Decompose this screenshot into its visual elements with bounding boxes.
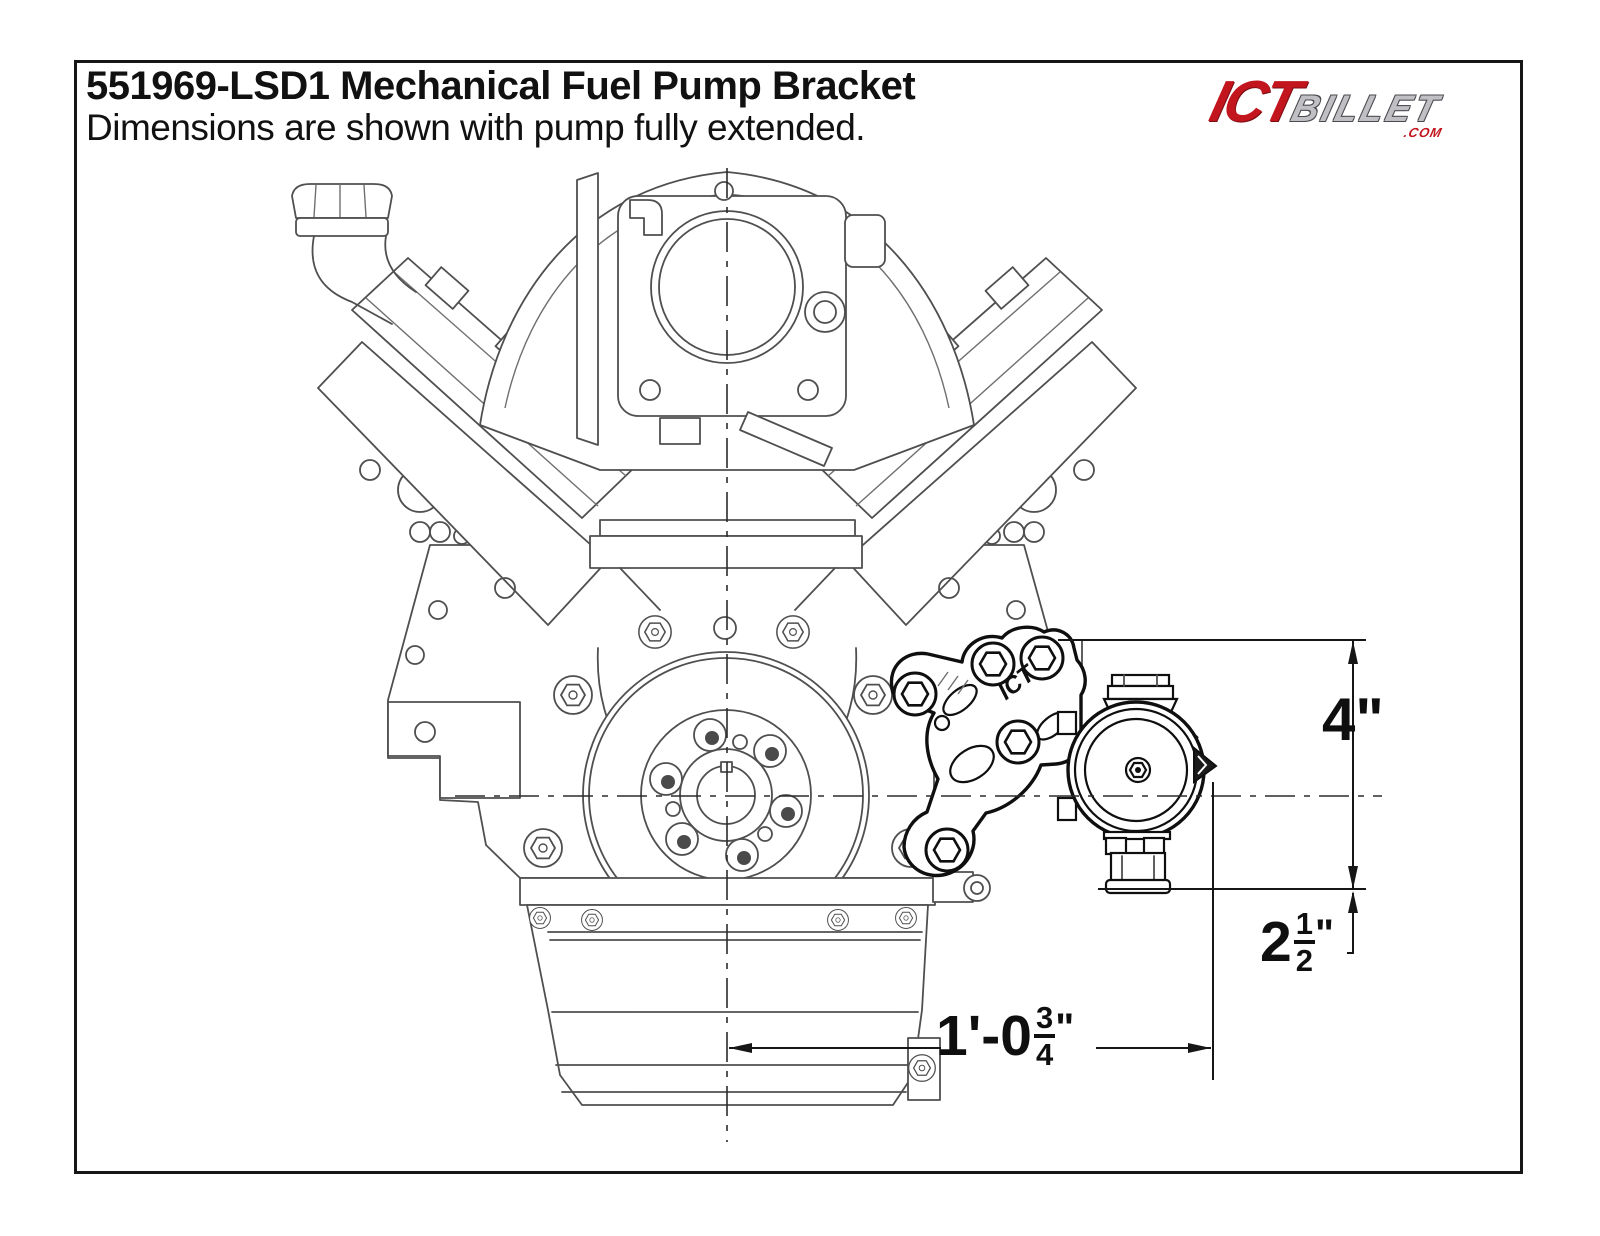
fraction-denominator: 2 <box>1295 943 1313 978</box>
dimension-offset-lines <box>729 782 1214 1080</box>
dimension-4in-lines <box>1058 639 1366 890</box>
page-title: 551969-LSD1 Mechanical Fuel Pump Bracket <box>86 64 916 108</box>
harmonic-balancer <box>582 651 870 939</box>
fraction-denominator: 4 <box>1035 1037 1054 1072</box>
fraction-numerator: 1 <box>1293 908 1315 944</box>
fraction-numerator: 3 <box>1033 1002 1056 1038</box>
dimension-pump-height: 4" <box>1322 690 1384 750</box>
fuel-pump-bracket: ICT <box>889 625 1087 878</box>
oil-pan <box>519 871 991 1106</box>
page-subtitle: Dimensions are shown with pump fully ext… <box>86 107 866 148</box>
dimension-pump-offset: 1'-0 3 4 " <box>936 1002 1074 1070</box>
dimension-2half-lines <box>1347 891 1358 954</box>
dimension-pump-drop: 2 1 2 " <box>1260 908 1334 976</box>
inch-mark: " <box>1314 912 1334 956</box>
title-block: 551969-LSD1 Mechanical Fuel Pump Bracket… <box>86 64 916 149</box>
oil-fill-cap <box>291 183 417 325</box>
dimension-pump-offset-lead: 1'-0 <box>936 1003 1032 1068</box>
dimension-pump-drop-whole: 2 <box>1260 909 1292 974</box>
dimension-pump-offset-fraction: 3 4 <box>1033 1002 1056 1072</box>
inch-mark: " <box>1055 1006 1075 1050</box>
dimension-pump-height-value: 4" <box>1322 686 1384 753</box>
dimension-pump-drop-fraction: 1 2 <box>1293 908 1315 978</box>
